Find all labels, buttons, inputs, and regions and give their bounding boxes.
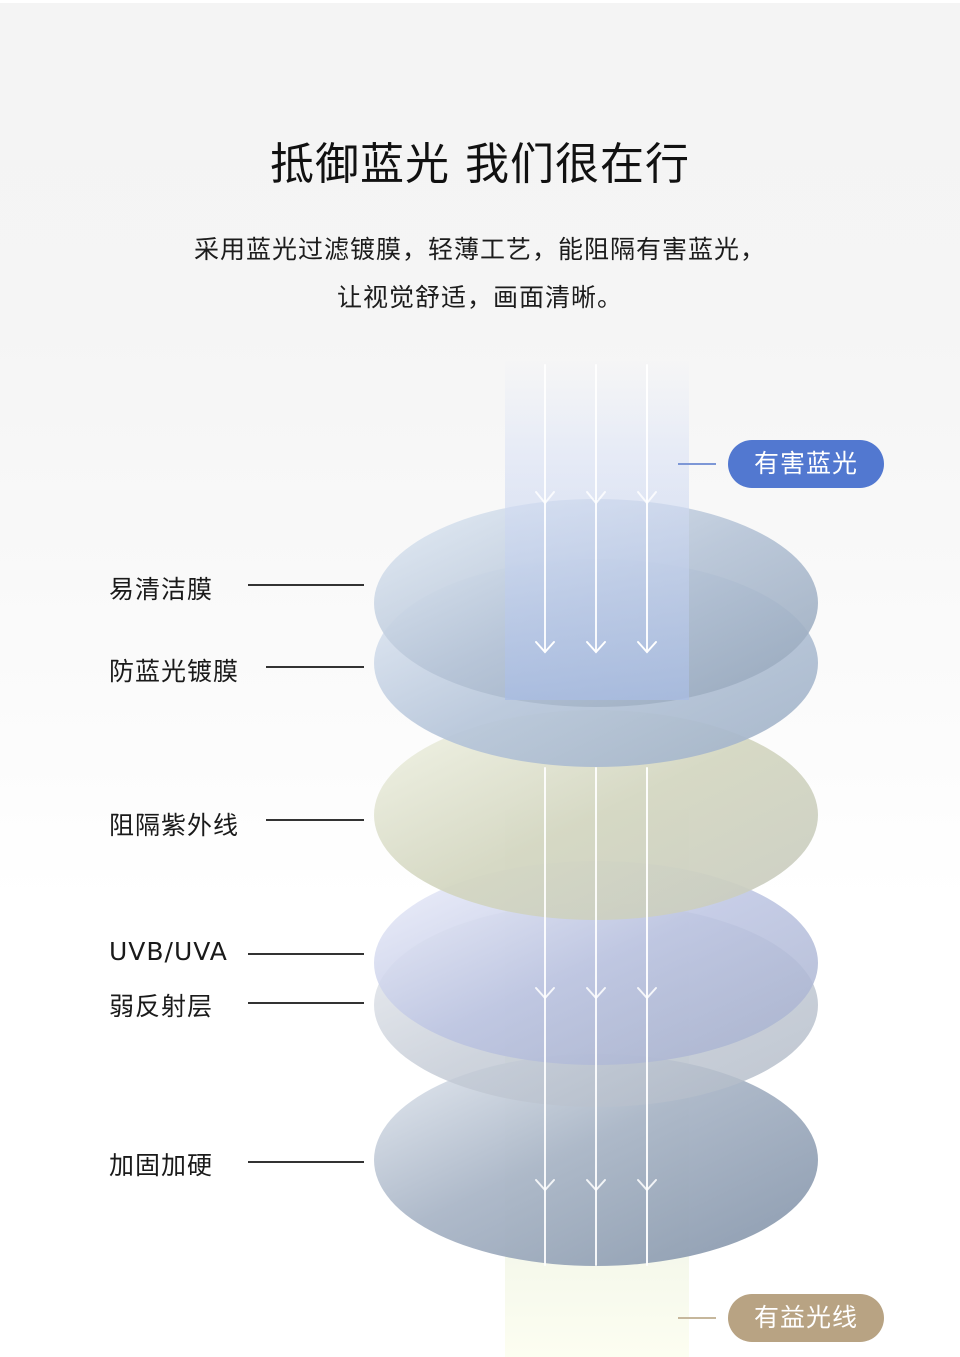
leader-line-hardcoat: [248, 1161, 364, 1163]
leader-line-uvb-uva: [248, 953, 364, 955]
page-subtitle: 采用蓝光过滤镀膜，轻薄工艺，能阻隔有害蓝光， 让视觉舒适，画面清晰。: [0, 226, 960, 322]
layer-label-antireflective: 弱反射层: [109, 992, 214, 1021]
harmful-light-leader: [678, 463, 716, 465]
beneficial-light-arrows: [535, 767, 657, 1266]
beneficial-light-leader: [678, 1317, 716, 1319]
harmful-blue-light-tag: 有害蓝光: [728, 440, 884, 488]
layer-label-easy-clean: 易清洁膜: [109, 575, 214, 604]
layer-label-hardcoat: 加固加硬: [109, 1151, 214, 1180]
leader-line-uv-block: [266, 819, 364, 821]
harmful-light-arrows: [535, 364, 657, 654]
subtitle-line-1: 采用蓝光过滤镀膜，轻薄工艺，能阻隔有害蓝光，: [193, 235, 766, 264]
layer-label-uvb-uva: UVB/UVA: [109, 937, 228, 966]
layer-label-uv-block: 阻隔紫外线: [109, 811, 240, 840]
beneficial-light-tag: 有益光线: [728, 1294, 884, 1342]
subtitle-line-2: 让视觉舒适，画面清晰。: [336, 283, 623, 312]
page-title: 抵御蓝光 我们很在行: [270, 139, 690, 190]
layer-label-blue-filter: 防蓝光镀膜: [109, 657, 240, 686]
leader-line-blue-filter: [266, 666, 364, 668]
leader-line-easy-clean: [248, 584, 364, 586]
leader-line-antireflective: [248, 1002, 364, 1004]
top-strip: [0, 0, 960, 3]
